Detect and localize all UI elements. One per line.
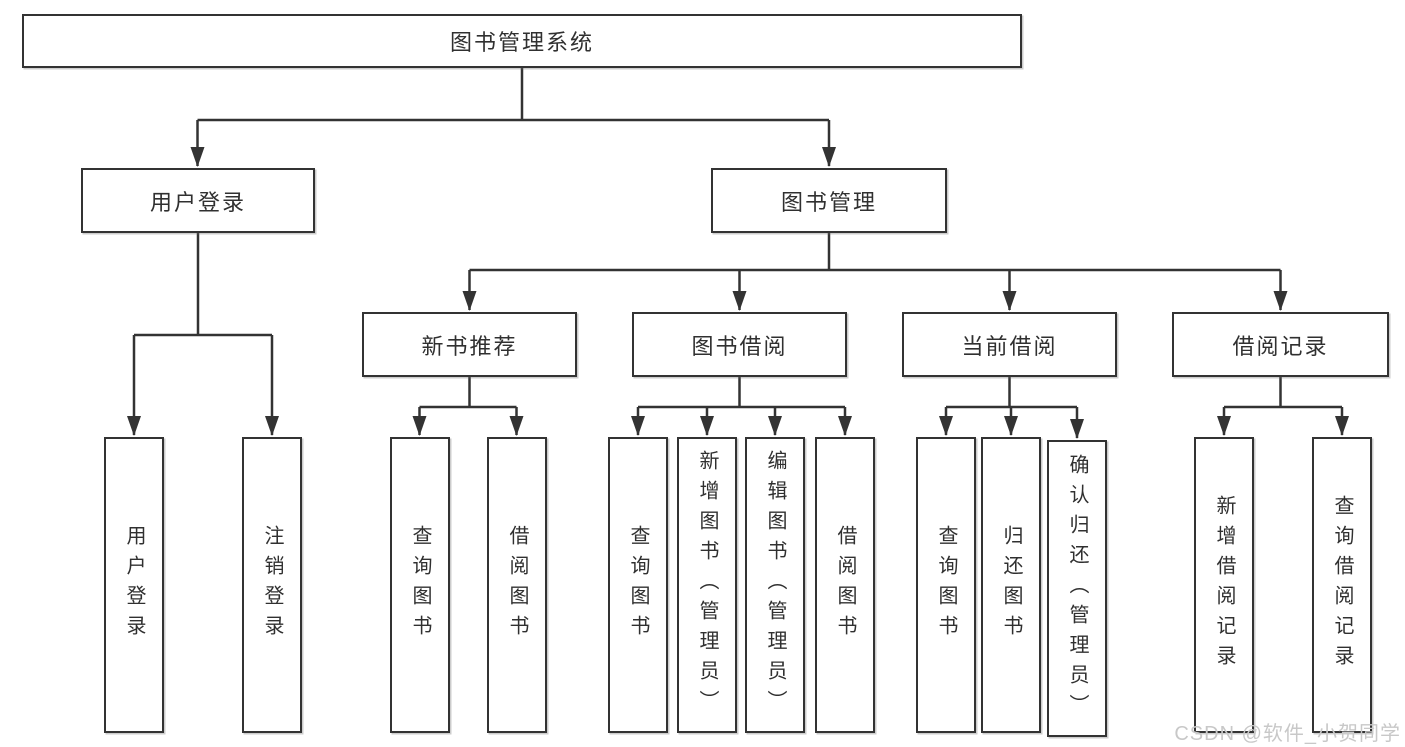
- node-library-management-system: 图书管理系统: [22, 14, 1022, 68]
- node-current-borrowing: 当前借阅: [902, 312, 1117, 377]
- node-borrow-books-recommend: 借阅图书: [487, 437, 547, 733]
- node-user-login-module: 用户登录: [81, 168, 315, 233]
- node-borrow-books: 借阅图书: [815, 437, 875, 733]
- node-add-borrow-record: 新增借阅记录: [1194, 437, 1254, 733]
- node-logout: 注销登录: [242, 437, 302, 733]
- node-query-books-recommend: 查询图书: [390, 437, 450, 733]
- node-borrowing-records: 借阅记录: [1172, 312, 1389, 377]
- node-query-books-borrowing: 查询图书: [608, 437, 668, 733]
- node-query-books-current: 查询图书: [916, 437, 976, 733]
- node-add-books-admin: 新增图书（管理员）: [677, 437, 737, 733]
- node-new-book-recommendation: 新书推荐: [362, 312, 577, 377]
- node-book-management-module: 图书管理: [711, 168, 947, 233]
- node-user-login: 用户登录: [104, 437, 164, 733]
- node-confirm-return-admin: 确认归还（管理员）: [1047, 440, 1107, 737]
- node-book-borrowing: 图书借阅: [632, 312, 847, 377]
- node-return-books: 归还图书: [981, 437, 1041, 733]
- node-edit-books-admin: 编辑图书（管理员）: [745, 437, 805, 733]
- connector-lines: [127, 68, 1349, 439]
- node-query-borrow-record: 查询借阅记录: [1312, 437, 1372, 733]
